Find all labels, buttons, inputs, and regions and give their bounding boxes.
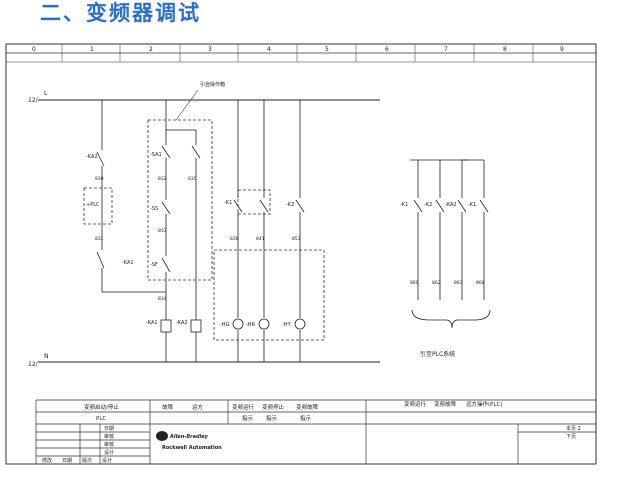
ka2-contact-label: -KA2 <box>86 154 98 160</box>
svg-text:变频运行: 变频运行 <box>232 403 255 411</box>
svg-text:PLC: PLC <box>96 416 106 422</box>
svg-text:日期: 日期 <box>104 426 114 432</box>
svg-text:860: 860 <box>410 280 419 286</box>
svg-text:838: 838 <box>230 236 239 242</box>
svg-text:指示: 指示 <box>300 414 312 422</box>
sheet-next: 下页 <box>566 434 576 440</box>
col-0: 0 <box>32 46 36 53</box>
svg-text:853: 853 <box>292 236 301 242</box>
title-left-labels: 日期 审核 审核 设计 <box>104 426 114 456</box>
svg-text:868: 868 <box>476 280 485 286</box>
ka1-contact-label: -KA1 <box>122 260 134 266</box>
sf-label: -SF <box>150 262 158 268</box>
col-8: 8 <box>503 46 507 53</box>
svg-text:审核: 审核 <box>104 433 114 440</box>
svg-text:版次: 版次 <box>82 457 92 464</box>
plc-brace <box>411 309 491 329</box>
sa1-label: -SA1 <box>150 152 162 158</box>
svg-text:设计: 设计 <box>102 457 112 464</box>
svg-text:862: 862 <box>432 280 441 286</box>
col-9: 9 <box>560 46 564 53</box>
col-1: 1 <box>90 46 94 53</box>
col-7: 7 <box>444 46 448 53</box>
hr-label: -HR <box>246 322 256 328</box>
drawing-frame <box>5 43 597 465</box>
svg-text:833: 833 <box>158 228 167 234</box>
hg-label: -HG <box>220 322 230 328</box>
line-ref-top: 12/ <box>28 97 39 104</box>
column-numbers: 0 1 2 3 4 5 6 7 8 9 <box>32 46 564 53</box>
lamp-hg <box>232 318 244 330</box>
plc-k1b-label: -K1 <box>468 202 476 208</box>
sheet-total: 本页 2 <box>566 425 581 432</box>
plc-k1-label: -K1 <box>400 202 408 208</box>
wire-numbers: 830 831 832 833 834 835 838 841 853 <box>95 176 301 302</box>
col-3: 3 <box>208 46 212 53</box>
line-ref-bottom: 12/ <box>28 361 39 368</box>
svg-text:审核: 审核 <box>104 441 114 448</box>
col-2: 2 <box>149 46 153 53</box>
svg-text:831: 831 <box>95 236 104 242</box>
svg-text:运方: 运方 <box>192 403 204 411</box>
page-heading: 二、变频器调试 <box>40 1 201 25</box>
svg-text:变频启动/停止: 变频启动/停止 <box>84 403 119 411</box>
plc-wire-numbers: 860 862 863 868 <box>410 280 485 286</box>
plc-box-label: +PLC <box>86 202 100 208</box>
operator-box-label: 引自操作箱 <box>200 81 225 88</box>
svg-text:834: 834 <box>158 296 167 302</box>
k2-label: -K2 <box>286 202 294 208</box>
ka2-coil-label: -KA2 <box>176 320 188 326</box>
svg-text:830: 830 <box>95 176 104 182</box>
indicator-lamps <box>232 318 306 330</box>
svg-text:指示: 指示 <box>242 414 254 422</box>
col-5: 5 <box>325 46 329 53</box>
svg-text:Rockwell Automation: Rockwell Automation <box>162 445 222 451</box>
operator-box-dashed <box>147 119 213 281</box>
company-logo: Allen-Bradley Rockwell Automation <box>156 431 222 451</box>
wire-n-label: N <box>44 353 49 360</box>
svg-text:修改: 修改 <box>42 457 52 464</box>
title-bottom-labels: 修改 日期 版次 设计 <box>42 457 112 464</box>
wire-l-label: L <box>44 90 48 97</box>
ss-label: -SS <box>150 206 158 212</box>
hy-label: -HY <box>282 322 292 328</box>
svg-text:设计: 设计 <box>104 449 114 456</box>
col-6: 6 <box>385 46 389 53</box>
svg-text:故障: 故障 <box>162 403 174 411</box>
svg-text:863: 863 <box>454 280 463 286</box>
svg-text:Allen-Bradley: Allen-Bradley <box>169 434 209 440</box>
lamp-hy <box>294 318 306 330</box>
svg-text:变频故障: 变频故障 <box>434 400 457 408</box>
plc-brace-label: 引至PLC系统 <box>420 350 455 358</box>
svg-text:841: 841 <box>256 236 265 242</box>
ka1-coil-label: -KA1 <box>146 320 158 326</box>
ka1-coil <box>160 319 172 333</box>
column-grid <box>61 44 534 62</box>
plc-ka2-label: -KA2 <box>445 202 457 208</box>
k1-dashed-box <box>237 189 271 215</box>
lamp-hr <box>258 318 270 330</box>
ka2-coil <box>190 319 202 333</box>
k1-label: -K1 <box>224 200 232 206</box>
svg-text:835: 835 <box>188 176 197 182</box>
svg-text:远方操作(PLC): 远方操作(PLC) <box>466 400 503 408</box>
lamp-box-dashed <box>213 249 325 341</box>
title-row-2: PLC 指示 指示 指示 <box>96 414 312 422</box>
title-row-1: 变频启动/停止 故障 运方 变频运行 变频停止 变频故障 变频运行 变频故障 远… <box>84 400 503 411</box>
plc-dashed-box <box>83 187 113 225</box>
title-block <box>35 399 596 464</box>
svg-text:日期: 日期 <box>62 458 72 464</box>
plc-k2-label: -K2 <box>424 202 432 208</box>
svg-text:832: 832 <box>158 176 167 182</box>
svg-text:变频停止: 变频停止 <box>262 403 285 411</box>
svg-text:变频故障: 变频故障 <box>296 403 319 411</box>
col-4: 4 <box>267 46 271 53</box>
svg-text:变频运行: 变频运行 <box>404 400 427 408</box>
svg-text:指示: 指示 <box>266 414 278 422</box>
